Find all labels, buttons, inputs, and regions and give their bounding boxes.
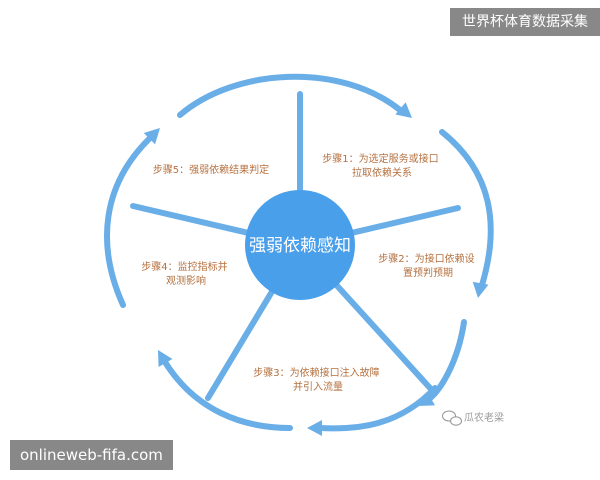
- watermark: 瓜农老梁: [441, 410, 504, 426]
- cycle-arrowhead-5: [158, 350, 173, 367]
- step-3-label: 步骤3：为依赖接口注入故障 并引入流量: [253, 366, 383, 393]
- cycle-arrows: [104, 73, 494, 436]
- step-2-label: 步骤2：为接口依赖设 置预判预期: [378, 252, 478, 279]
- cycle-arrowhead-2: [472, 281, 489, 298]
- cycle-arrow-2: [439, 129, 494, 288]
- watermark-text: 瓜农老梁: [464, 411, 504, 424]
- cycle-arrow-5: [162, 359, 293, 431]
- cycle-arrowhead-4: [307, 420, 322, 436]
- wechat-icon: [441, 410, 463, 426]
- cycle-arrow-1: [177, 73, 403, 118]
- cycle-arrow-4: [317, 385, 438, 432]
- center-hub: [245, 190, 355, 300]
- header-title: 世界杯体育数据采集: [450, 8, 600, 36]
- step-1-label: 步骤1：为选定服务或接口 拉取依赖关系: [322, 152, 442, 179]
- center-label: 强弱依赖感知: [249, 236, 351, 256]
- cycle-arrow-6: [104, 135, 153, 308]
- step-5-label: 步骤5：强弱依赖结果判定: [153, 163, 269, 176]
- cycle-arrowhead-6: [143, 128, 160, 145]
- footer-site: onlineweb-fifa.com: [10, 440, 173, 470]
- cycle-arrowhead-1: [395, 102, 412, 118]
- step-4-label: 步骤4：监控指标并 观测影响: [141, 260, 231, 287]
